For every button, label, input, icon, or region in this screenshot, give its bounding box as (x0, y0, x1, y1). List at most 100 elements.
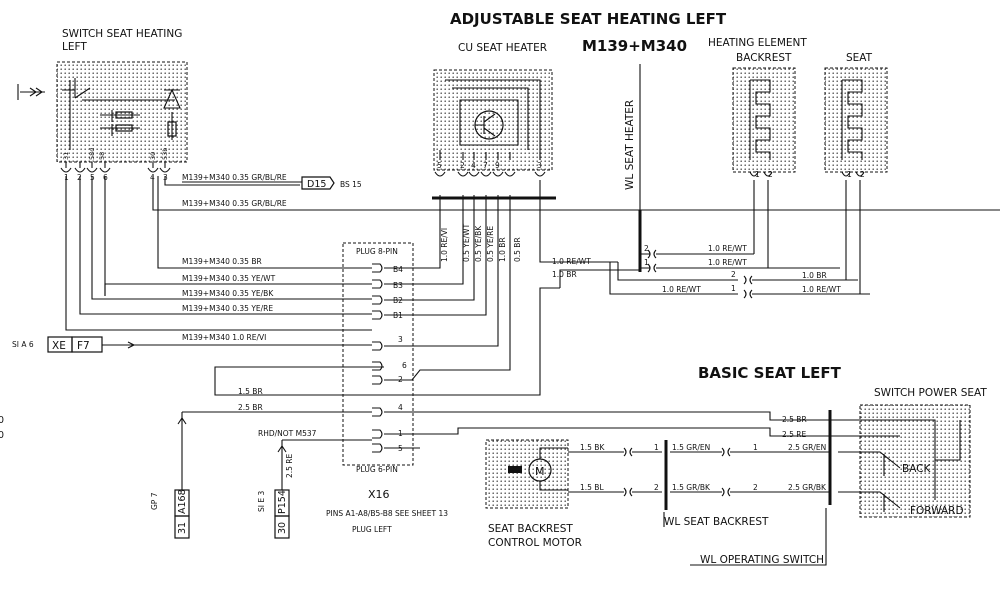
wire-label-rewt-4: 1.0 RE/WT (662, 285, 701, 294)
seat-backrest-motor: M (485, 439, 569, 509)
wire-label-bl15: 1.5 BL (580, 483, 604, 492)
switch-pin-m1: 1 (753, 443, 758, 452)
cu-pin-5: 5 (437, 161, 442, 170)
wire-label-9: 2.5 BR (238, 403, 263, 412)
wire-label-grbk25: 2.5 GR/BK (788, 483, 827, 492)
pin-4: 4 (398, 403, 403, 412)
switch-seat-heating-label: SWITCH SEAT HEATING (62, 28, 182, 40)
v-label-1: 1.0 RE/VI (440, 228, 449, 262)
motor-pin-1: 1 (654, 443, 659, 452)
pin-6: 6 (402, 361, 407, 370)
svg-text:M: M (535, 465, 545, 478)
cu-pin-2: 2 (460, 161, 465, 170)
wire-label-7: M139+M340 1.0 RE/VI (182, 333, 266, 342)
wire-label-1: M139+M340 0.35 GR/BL/RE (182, 173, 287, 182)
svg-text:P154: P154 (277, 490, 288, 514)
wl-operating-switch-label: WL OPERATING SWITCH (700, 554, 824, 566)
switch-seat-heating-component (17, 61, 188, 163)
wire-label-br-2: 1.0 BR (802, 271, 827, 280)
backrest-label: BACKREST (736, 52, 792, 64)
switch-term-53b: 53b (161, 148, 169, 160)
wire-label-10: 2.5 RE (285, 453, 294, 478)
cu-pin-3: 3 (537, 161, 542, 170)
plug-left-label: PLUG LEFT (352, 525, 392, 534)
v-label-4: 0.5 YE/RE (486, 226, 495, 262)
seat-pin-1: 1 (731, 284, 736, 293)
seat-pin-2: 2 (731, 270, 736, 279)
cu-pin-4: 4 (471, 161, 476, 170)
wire-label-2: M139+M340 0.35 GR/BL/RE (182, 199, 287, 208)
wire-label-bk15: 1.5 BK (580, 443, 605, 452)
wire-label-grbk15: 1.5 GR/BK (672, 483, 711, 492)
ref-si-e3: SI E 3 (257, 491, 266, 512)
svg-text:31: 31 (177, 522, 188, 534)
wire-label-br25: 2.5 BR (782, 415, 807, 424)
seat-backrest-motor-label-2: CONTROL MOTOR (488, 537, 582, 549)
cu-pin-9: 9 (495, 161, 500, 170)
pin-b3: B3 (393, 281, 403, 290)
switch-term-31: 31 (62, 152, 70, 160)
motor-pin-2: 2 (654, 483, 659, 492)
wire-label-5: M139+M340 0.35 YE/BK (182, 289, 274, 298)
v-label-5: 1.0 BR (498, 237, 507, 262)
cu-seat-heater-label: CU SEAT HEATER (458, 42, 547, 54)
ref-bs15: BS 15 (340, 180, 362, 189)
cu-pin-7: 7 (483, 161, 488, 170)
switch-back-label: BACK (902, 463, 932, 475)
wire-label-rewt-3: 1.0 RE/WT (708, 258, 747, 267)
switch-seat-heating-label-2: LEFT (62, 41, 87, 53)
ref-a168: A168 31 (174, 489, 190, 539)
plug-x16-box (342, 242, 414, 466)
wire-label-re25: 2.5 RE (782, 430, 807, 439)
svg-text:A168: A168 (177, 489, 188, 514)
switch-power-seat-label: SWITCH POWER SEAT (874, 387, 987, 399)
v-label-2: 0.5 YE/WT (462, 223, 471, 262)
seat-backrest-motor-label: SEAT BACKREST (488, 523, 573, 535)
switch-term-30: 30 (149, 152, 157, 160)
wire-label-8: 1.5 BR (238, 387, 263, 396)
v-label-3: 0.5 YE/BK (474, 225, 483, 262)
svg-text:30: 30 (277, 522, 288, 534)
switch-pin-m2: 2 (753, 483, 758, 492)
switch-term-58d: 58d (88, 148, 96, 160)
pin-3: 3 (398, 335, 403, 344)
ref-d15: D15 (301, 176, 335, 190)
switch-forward-label: FORWARD (910, 505, 964, 517)
ref-p154: P154 30 (274, 489, 290, 539)
plug-8pin-label: PLUG 8-PIN (356, 247, 398, 256)
wire-label-rewt-1: 1.0 RE/WT (552, 257, 591, 266)
connector-x16: X16 (368, 488, 390, 501)
wire-label-gren25: 2.5 GR/EN (788, 443, 826, 452)
wire-label-4: M139+M340 0.35 YE/WT (182, 274, 276, 283)
rhd-note: RHD/NOT M537 (258, 429, 317, 438)
wl-pin-2: 2 (644, 244, 649, 253)
wire-label-rewt-5: 1.0 RE/WT (802, 285, 841, 294)
svg-text:F7: F7 (77, 340, 90, 352)
v-label-6: 0.5 BR (513, 237, 522, 262)
wire-label-6: M139+M340 0.35 YE/RE (182, 304, 273, 313)
wire-label-br-1: 1.0 BR (552, 270, 577, 279)
wire-label-3: M139+M340 0.35 BR (182, 257, 262, 266)
pin-b4: B4 (393, 265, 403, 274)
switch-term-58: 58 (98, 152, 106, 160)
seat-label: SEAT (846, 52, 873, 64)
heating-element-label: HEATING ELEMENT (708, 37, 807, 49)
section-title-basic-seat: BASIC SEAT LEFT (698, 364, 842, 382)
ref-gp7: GP 7 (150, 492, 159, 510)
ref-xe-f7: XE F7 (47, 336, 103, 353)
model-code: M139+M340 (582, 37, 687, 55)
wl-seat-heater-label: WL SEAT HEATER (624, 100, 636, 190)
ref-si-a6: SI A 6 (12, 340, 34, 349)
backrest-pin-1: 1 (755, 170, 760, 179)
wire-label-gren15: 1.5 GR/EN (672, 443, 710, 452)
wl-pin-1: 1 (644, 258, 649, 267)
margin-char-1: 0 (0, 415, 4, 426)
cu-seat-heater-component (433, 69, 553, 171)
switch-power-seat-component (838, 404, 971, 518)
wire-label-rewt-2: 1.0 RE/WT (708, 244, 747, 253)
pins-note: PINS A1-A8/B5-B8 SEE SHEET 13 (326, 509, 448, 518)
diagram-title: ADJUSTABLE SEAT HEATING LEFT (450, 10, 727, 28)
heating-element-seat (824, 67, 888, 173)
seat-el-pin-1: 1 (847, 170, 852, 179)
